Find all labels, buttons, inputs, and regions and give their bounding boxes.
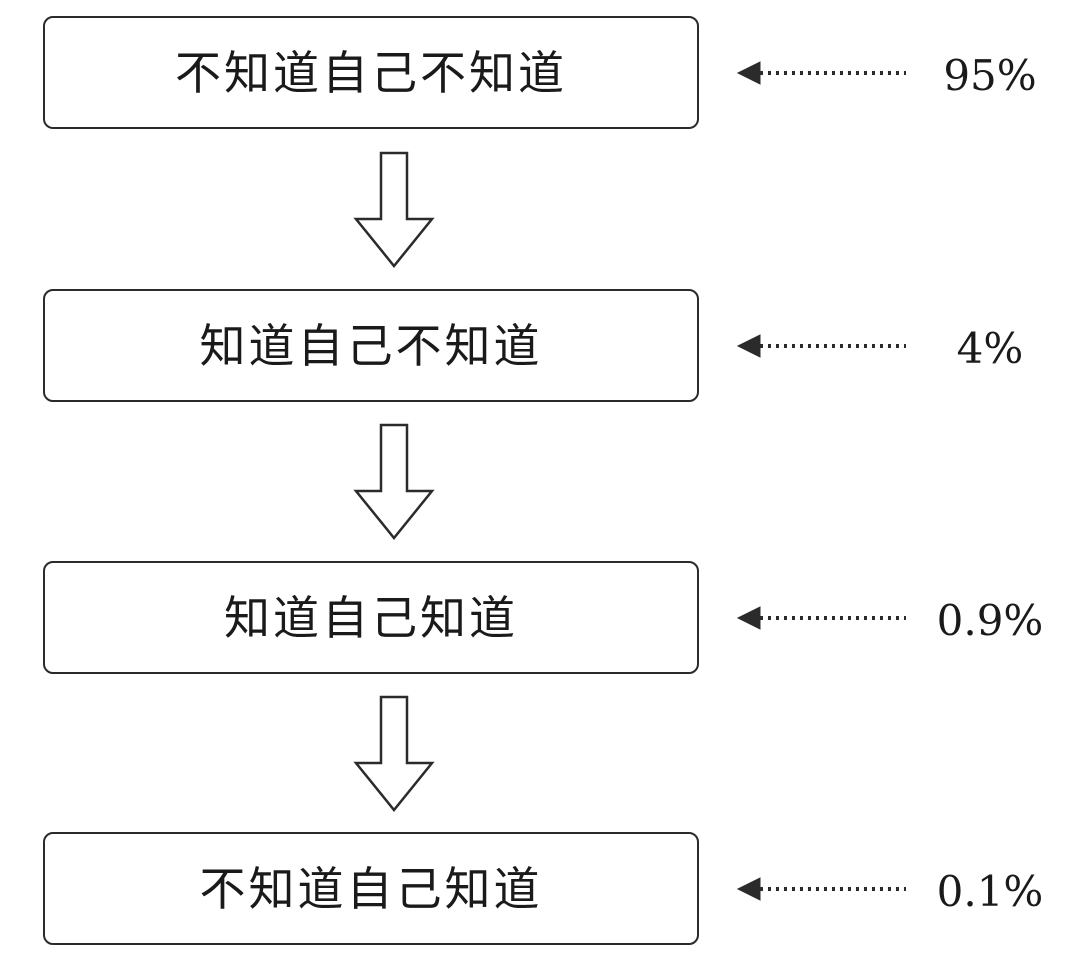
- dotted-left-arrow-icon-1: [736, 61, 906, 85]
- stage-percent-1: 95%: [943, 51, 1037, 100]
- stage-label-3: 知道自己知道: [224, 590, 518, 645]
- stage-box-4: 不知道自己知道: [43, 832, 699, 945]
- down-arrow-icon-2: [353, 423, 435, 540]
- stage-label-4: 不知道自己知道: [199, 861, 543, 916]
- down-arrow-icon-3: [353, 695, 435, 812]
- stage-percent-3: 0.9%: [936, 596, 1044, 645]
- stage-percent-4: 0.1%: [936, 867, 1044, 916]
- stage-box-2: 知道自己不知道: [43, 289, 699, 402]
- dotted-left-arrow-icon-3: [736, 606, 906, 630]
- dotted-left-arrow-icon-2: [736, 334, 906, 358]
- stage-box-1: 不知道自己不知道: [43, 16, 699, 129]
- dotted-left-arrow-icon-4: [736, 877, 906, 901]
- stage-label-1: 不知道自己不知道: [175, 45, 567, 100]
- stage-box-3: 知道自己知道: [43, 561, 699, 674]
- stage-label-2: 知道自己不知道: [199, 318, 543, 373]
- stage-percent-2: 4%: [956, 324, 1024, 373]
- down-arrow-icon-1: [353, 151, 435, 268]
